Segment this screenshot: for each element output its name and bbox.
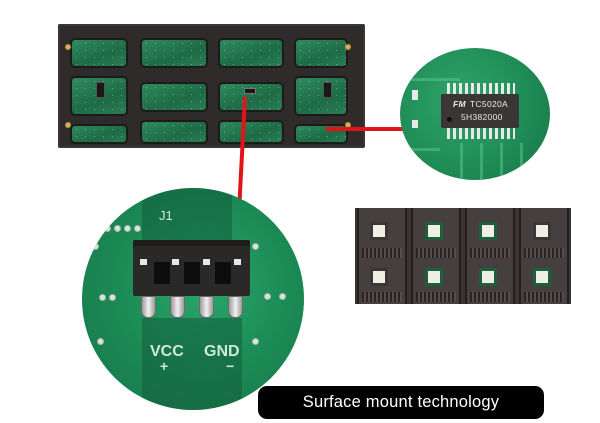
pcb-cell: [294, 76, 348, 116]
ic-logo: FM: [453, 99, 466, 109]
tape-rib: [524, 248, 564, 258]
arrow-to-ic: [326, 127, 414, 131]
tape-rib: [416, 292, 456, 302]
tape-rib: [362, 248, 402, 258]
tape-rib: [470, 248, 510, 258]
connector-window: [184, 262, 200, 284]
pcb-cell: [218, 120, 284, 144]
pcb-pad: [412, 120, 418, 128]
screw: [345, 44, 351, 50]
hub-connector-right: [323, 82, 332, 98]
screw: [65, 44, 71, 50]
connector-leg: [199, 296, 214, 318]
ic-lot-code: 5H382000: [461, 112, 503, 122]
ic-pins-bottom: [447, 127, 515, 139]
pcb-via: [134, 225, 141, 232]
smd-led-tape-photo: [355, 208, 571, 304]
smd-led: [533, 222, 551, 240]
connector-window: [215, 262, 231, 284]
pcb-trace: [460, 143, 463, 180]
driver-ic-chip: [441, 94, 519, 128]
pcb-via: [264, 293, 271, 300]
smd-led: [479, 268, 497, 286]
ic-pin1-marker: [447, 117, 452, 122]
pcb-cell: [294, 38, 348, 68]
pcb-copper-area: [142, 318, 242, 410]
caption-label: Surface mount technology: [258, 386, 544, 419]
pcb-via: [99, 294, 106, 301]
led-module-back-panel: [58, 24, 365, 148]
smd-led: [533, 268, 551, 286]
pcb-via: [279, 293, 286, 300]
pcb-via: [114, 225, 121, 232]
smd-led: [425, 222, 443, 240]
smd-led: [479, 222, 497, 240]
pcb-cell: [140, 120, 208, 144]
pcb-cell: [70, 124, 128, 144]
connector-window: [154, 262, 170, 284]
pcb-via: [97, 338, 104, 345]
smd-led: [370, 222, 388, 240]
tape-rib: [362, 292, 402, 302]
plus-label: +: [160, 358, 169, 374]
pcb-trace: [520, 143, 523, 180]
pcb-via: [104, 225, 111, 232]
connector-zoom-circle: [82, 188, 304, 410]
pcb-cell: [218, 38, 284, 68]
pcb-cell: [70, 38, 128, 68]
connector-leg: [228, 296, 243, 318]
tape-rib: [524, 292, 564, 302]
minus-label: −: [226, 358, 235, 374]
connector-pin-top: [140, 259, 147, 265]
pcb-cell: [218, 82, 284, 112]
tape-rib: [416, 248, 456, 258]
tape-rib: [470, 292, 510, 302]
ic-pins-top: [447, 83, 515, 95]
connector-leg: [170, 296, 185, 318]
pcb-copper-area: [142, 188, 232, 248]
power-connector-mini: [244, 88, 256, 94]
connector-pin-top: [203, 259, 210, 265]
pcb-pad: [412, 90, 418, 100]
smd-led: [370, 268, 388, 286]
screw: [65, 122, 71, 128]
pcb-via: [252, 338, 259, 345]
hub-connector-left: [96, 82, 105, 98]
pcb-trace: [500, 143, 503, 180]
pcb-via: [92, 243, 99, 250]
gnd-label: GND: [204, 343, 240, 360]
screw: [345, 122, 351, 128]
pcb-via: [124, 225, 131, 232]
pcb-cell: [140, 38, 208, 68]
connector-pin-top: [172, 259, 179, 265]
pcb-cell: [140, 82, 208, 112]
ic-part-number: TC5020A: [470, 99, 509, 109]
connector-pin-top: [234, 259, 241, 265]
pcb-via: [109, 294, 116, 301]
vcc-label: VCC: [150, 343, 184, 360]
pcb-via: [252, 243, 259, 250]
pcb-trace: [400, 148, 440, 151]
smd-led: [425, 268, 443, 286]
pcb-trace: [400, 78, 460, 81]
pcb-trace: [480, 143, 483, 180]
connector-designator: J1: [159, 208, 173, 223]
connector-leg: [141, 296, 156, 318]
